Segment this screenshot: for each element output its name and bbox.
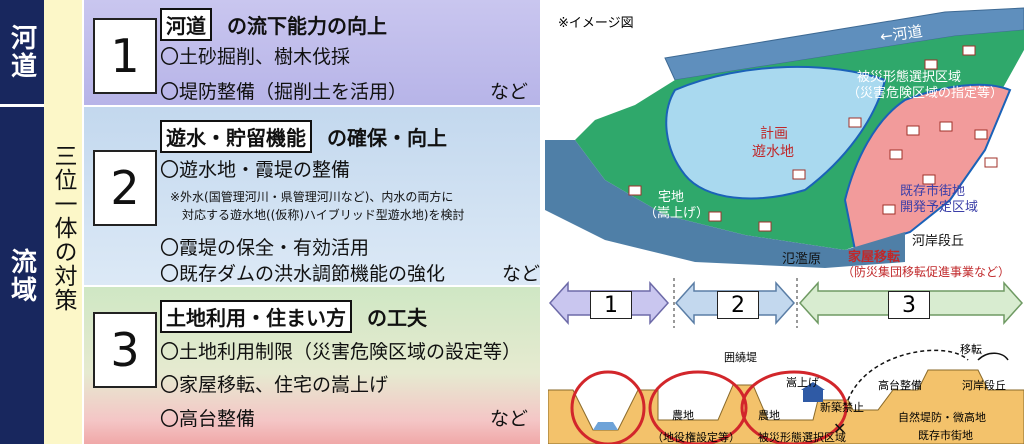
- river-basin-map: [545, 7, 1024, 268]
- house-icons: [628, 45, 998, 232]
- sanmi-ittai-bar: [44, 0, 82, 444]
- section-2-suffix: など: [502, 263, 541, 285]
- section-3-suffix: など: [490, 408, 529, 430]
- section-1-title-rest: の流下能力の向上: [226, 14, 387, 38]
- section-1-title: 河道 の流下能力の向上: [160, 8, 387, 41]
- plan-label-2: 遊水地: [752, 144, 794, 160]
- section-1-suffix: など: [490, 81, 529, 103]
- xs-kasaage: 嵩上げ: [786, 376, 819, 389]
- section-2-number: 2: [93, 150, 157, 226]
- zone-label-2: （災害危険区域の指定等）: [847, 86, 1004, 101]
- section-3-item-1: 〇土地利用制限（災害危険区域の設定等）: [160, 341, 522, 363]
- xs-kisonshi: 既存市街地: [918, 429, 973, 442]
- xs-shinchiku: 新築禁止: [820, 401, 864, 414]
- xs-chieki: （地役権設定等）: [652, 431, 740, 444]
- xs-nouchi-2: 農地: [758, 409, 780, 422]
- section-3-item-2: 〇家屋移転、住宅の嵩上げ: [160, 374, 389, 396]
- section-1-number: 1: [93, 18, 157, 94]
- floodplain-label: 氾濫原: [782, 252, 822, 267]
- section-2-item-1: 〇遊水地・霞堤の整備: [160, 159, 351, 181]
- svg-text:✕: ✕: [833, 419, 846, 438]
- xs-hisai: 被災形態選択区域: [758, 431, 846, 444]
- xs-idou: 移転: [960, 343, 982, 356]
- section-2-title-rest: の確保・向上: [326, 126, 447, 150]
- zone-label-1: 被災形態選択区域: [857, 70, 962, 85]
- section-2-item-3: 〇既存ダムの洪水調節機能の強化: [160, 263, 446, 285]
- existing-label-2: 開発予定区域: [900, 200, 979, 215]
- circle-1: [570, 370, 646, 444]
- ryuiki-label: 流域: [6, 247, 37, 304]
- image-caption: ※イメージ図: [558, 16, 634, 31]
- kasen-label-bar: 河道: [0, 0, 44, 104]
- section-1-title-keyword: 河道: [160, 8, 212, 41]
- section-2-note-1: ※外水(国管理河川・県管理河川など)、内水の両方に: [170, 190, 454, 204]
- takuchi-label-2: （嵩上げ）: [644, 206, 710, 221]
- circle-3: [740, 370, 848, 444]
- relocation-label-1: 家屋移転: [848, 250, 901, 265]
- section-2-item-2: 〇霞堤の保全・有効活用: [160, 237, 370, 259]
- xs-kagan: 河岸段丘: [962, 379, 1006, 392]
- lower-embankment: [545, 140, 905, 268]
- section-3-number: 3: [93, 312, 157, 388]
- arrow-1-number: 1: [590, 291, 632, 319]
- xs-nouchi-1: 農地: [672, 409, 694, 422]
- xs-shizen: 自然堤防・微高地: [898, 411, 986, 424]
- ground-profile: [548, 369, 1024, 444]
- cross-section-diagram: ✕: [548, 349, 1024, 444]
- plan-label-1: 計画: [760, 126, 788, 142]
- relocation-label-2: （防災集団移転促進事業など）: [842, 265, 1011, 279]
- retention-basin-zone: [665, 65, 887, 200]
- ryuiki-label-bar: 流域: [0, 107, 44, 444]
- section-1-item-1: 〇土砂掘削、樹木伐採: [160, 46, 351, 68]
- takuchi-label-1: 宅地: [658, 190, 685, 205]
- section-3-title-keyword: 土地利用・住まい方: [160, 300, 352, 333]
- xs-takadai: 高台整備: [878, 379, 922, 392]
- section-3-title-rest: の工夫: [366, 306, 427, 330]
- circle-2: [648, 370, 748, 444]
- section-2-title-keyword: 遊水・貯留機能: [160, 120, 312, 153]
- section-3-title: 土地利用・住まい方 の工夫: [160, 300, 427, 333]
- arrow-2-number: 2: [717, 291, 759, 319]
- terrace-label: 河岸段丘: [912, 234, 965, 249]
- section-1-item-2: 〇堤防整備（掘削土を活用）: [160, 81, 408, 103]
- existing-label-1: 既存市街地: [900, 184, 966, 199]
- section-2-note-2: 対応する遊水地((仮称)ハイブリッド型遊水地)を検討: [182, 208, 465, 222]
- kasen-label: 河道: [6, 24, 37, 80]
- sanmi-ittai-label: 三位一体の対策: [50, 144, 76, 312]
- xs-kakoi: 囲繞堤: [724, 351, 757, 364]
- raised-house: [803, 390, 823, 402]
- arrow-3-number: 3: [888, 291, 930, 319]
- section-2-title: 遊水・貯留機能 の確保・向上: [160, 120, 447, 153]
- river-water: [593, 422, 618, 430]
- section-3-item-3: 〇高台整備: [160, 408, 256, 430]
